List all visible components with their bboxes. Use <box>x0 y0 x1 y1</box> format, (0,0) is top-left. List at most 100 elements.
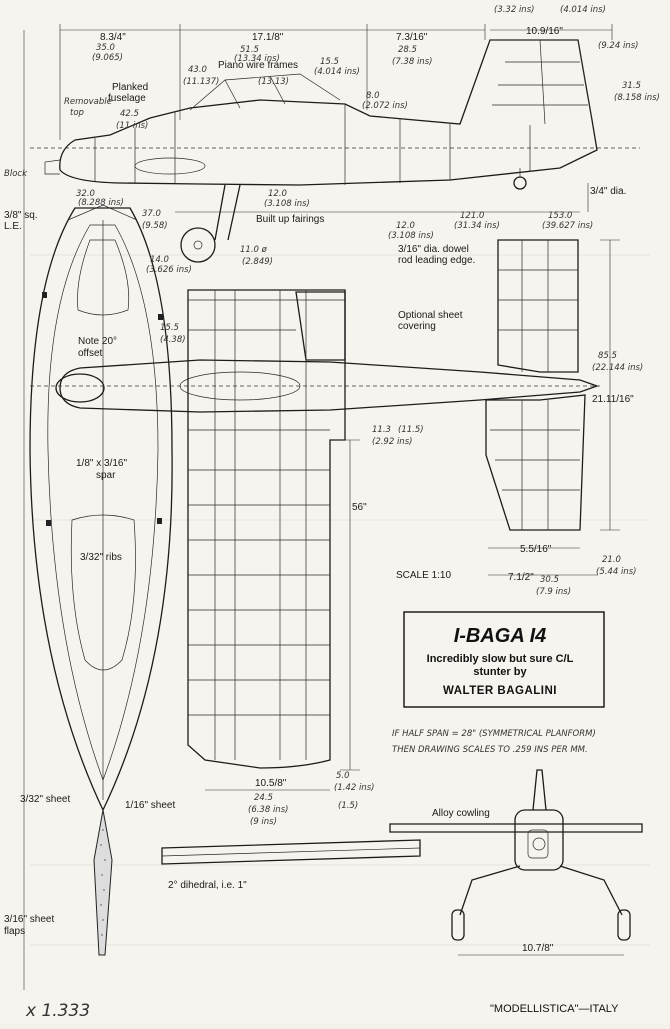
wing-section-cowl <box>55 373 105 403</box>
front-wheel-right <box>617 909 631 941</box>
label-flaps-2: flaps <box>4 926 25 937</box>
hw-4-014-a: (4.014 ins) <box>314 67 360 77</box>
dim-17-1-8: 17.1/8" <box>252 32 284 43</box>
label-built-up-fairings: Built up fairings <box>256 214 324 225</box>
side-cowling-block <box>44 159 61 175</box>
hw-3-108-a: (3.108 ins) <box>264 199 310 209</box>
model-author: WALTER BAGALINI <box>443 685 557 697</box>
model-title: I-BAGA I4 <box>454 625 547 647</box>
elevator <box>485 394 586 531</box>
hw-8-158: (8.158 ins) <box>614 93 660 103</box>
tail-ribs <box>490 240 580 530</box>
hw-11-5: (11.5) <box>398 425 424 435</box>
hw-153: 153.0 <box>548 211 572 221</box>
hw-12-a: 12.0 <box>268 189 287 199</box>
hw-35: 35.0 <box>96 43 115 53</box>
hw-1-42: (1.42 ins) <box>334 783 374 793</box>
hw-13-34: (13.34 ins) <box>234 54 280 64</box>
side-fin <box>490 39 593 121</box>
hw-85-5: 85.5 <box>598 351 617 361</box>
hw-21: 21.0 <box>602 555 621 565</box>
label-sheet-332: 3/32" sheet <box>20 794 70 805</box>
hw-11-3: 11.3 <box>372 425 391 435</box>
hw-11-137: (11.137) <box>183 77 219 87</box>
hw-11-ins: (11 ins) <box>116 121 148 131</box>
hw-22-144: (22.144 ins) <box>592 363 643 373</box>
hw-4-38: (4.38) <box>160 335 186 345</box>
hw-2-849: (2.849) <box>242 257 273 267</box>
dihedral-wing <box>161 839 421 865</box>
credit-line: "MODELLISTICA"—ITALY <box>490 1003 619 1015</box>
label-spar-2: spar <box>96 470 116 481</box>
hw-scale-note: THEN DRAWING SCALES TO .259 INS PER MM. <box>392 745 588 755</box>
hw-31-5: 31.5 <box>622 81 641 91</box>
scale-label: SCALE 1:10 <box>396 570 451 581</box>
hw-15-5-a: 15.5 <box>320 57 339 67</box>
hw-12-b: 12.0 <box>396 221 415 231</box>
dim-21-11-16: 21.11/16" <box>592 394 634 405</box>
hw-7-38: (7.38 ins) <box>392 57 432 67</box>
hw-24-5: 24.5 <box>254 793 273 803</box>
side-tail-wheel <box>513 176 527 190</box>
hw-37: 37.0 <box>142 209 161 219</box>
hw-13-13: (13.13) <box>258 77 289 87</box>
hw-half-span-note: IF HALF SPAN = 28" (SYMMETRICAL PLANFORM… <box>392 729 596 739</box>
dim-10-9-16: 10.9/16" <box>526 26 563 37</box>
ruled-lines <box>30 254 650 946</box>
label-planked: Planked <box>112 82 148 93</box>
stabilizer <box>497 239 579 373</box>
label-fuselage: fuselage <box>108 93 146 104</box>
label-note-offset-2: offset <box>78 348 102 359</box>
hw-9-ins: (9 ins) <box>250 817 277 827</box>
dim-56: 56" <box>352 502 367 513</box>
wing-section-cutout-bottom <box>70 514 136 671</box>
hw-14: 14.0 <box>150 255 169 265</box>
hw-30-5: 30.5 <box>540 575 559 585</box>
dim-8-3-4: 8.3/4" <box>100 32 126 43</box>
wing-flap-top <box>295 291 346 361</box>
top-cockpit <box>179 371 301 401</box>
hw-2-92: (2.92 ins) <box>372 437 412 447</box>
side-landing-gear <box>214 184 241 241</box>
label-flaps-1: 3/16" sheet <box>4 914 54 925</box>
label-optional-sheet-2: covering <box>398 321 436 332</box>
hw-15-5-b: 15.5 <box>160 323 179 333</box>
hw-9-24: (9.24 ins) <box>598 41 638 51</box>
dim-10-5-8: 10.5/8" <box>255 778 287 789</box>
hw-31-34: (31.34 ins) <box>454 221 500 231</box>
dim-7-3-16: 7.3/16" <box>396 32 428 43</box>
hw-3-108-b: (3.108 ins) <box>388 231 434 241</box>
label-optional-sheet-1: Optional sheet <box>398 310 463 321</box>
hw-1-5: (1.5) <box>338 801 358 811</box>
hw-scale-factor: x 1.333 <box>25 1001 90 1021</box>
top-view <box>30 239 600 769</box>
model-subtitle-1: Incredibly slow but sure C/L <box>427 653 574 665</box>
model-subtitle-2: stunter by <box>473 666 527 678</box>
front-wing <box>389 823 643 833</box>
hw-28-5: 28.5 <box>398 45 417 55</box>
label-ribs: 3/32" ribs <box>80 552 122 563</box>
label-le-sq-1: 3/8" sq. <box>4 210 38 221</box>
label-note-offset-1: Note 20° <box>78 336 117 347</box>
hw-9065: (9.065) <box>92 53 123 63</box>
label-alloy-cowling: Alloy cowling <box>432 808 490 819</box>
front-view <box>389 769 643 956</box>
wing-section-outline <box>29 207 173 812</box>
title-box <box>403 611 605 708</box>
hw-11-dia: 11.0 ø <box>240 245 268 255</box>
label-dihedral: 2° dihedral, i.e. 1" <box>168 880 247 891</box>
hw-2-072: (2.072 ins) <box>362 101 408 111</box>
label-spar-1: 1/8" x 3/16" <box>76 458 127 469</box>
front-wheel-left <box>451 909 465 941</box>
hw-9-58: (9.58) <box>142 221 168 231</box>
hw-32: 32.0 <box>76 189 95 199</box>
hw-top: top <box>70 108 84 118</box>
wing-section-view <box>29 204 173 956</box>
hw-8-288: (8.288 ins) <box>78 198 124 208</box>
hw-3-32: (3.32 ins) <box>494 5 534 15</box>
wing-section-cutout-top <box>77 239 130 316</box>
label-piano-wire-frames: Piano wire frames <box>218 60 298 71</box>
hw-8: 8.0 <box>366 91 380 101</box>
label-wheel-dia: 3/4" dia. <box>590 186 626 197</box>
